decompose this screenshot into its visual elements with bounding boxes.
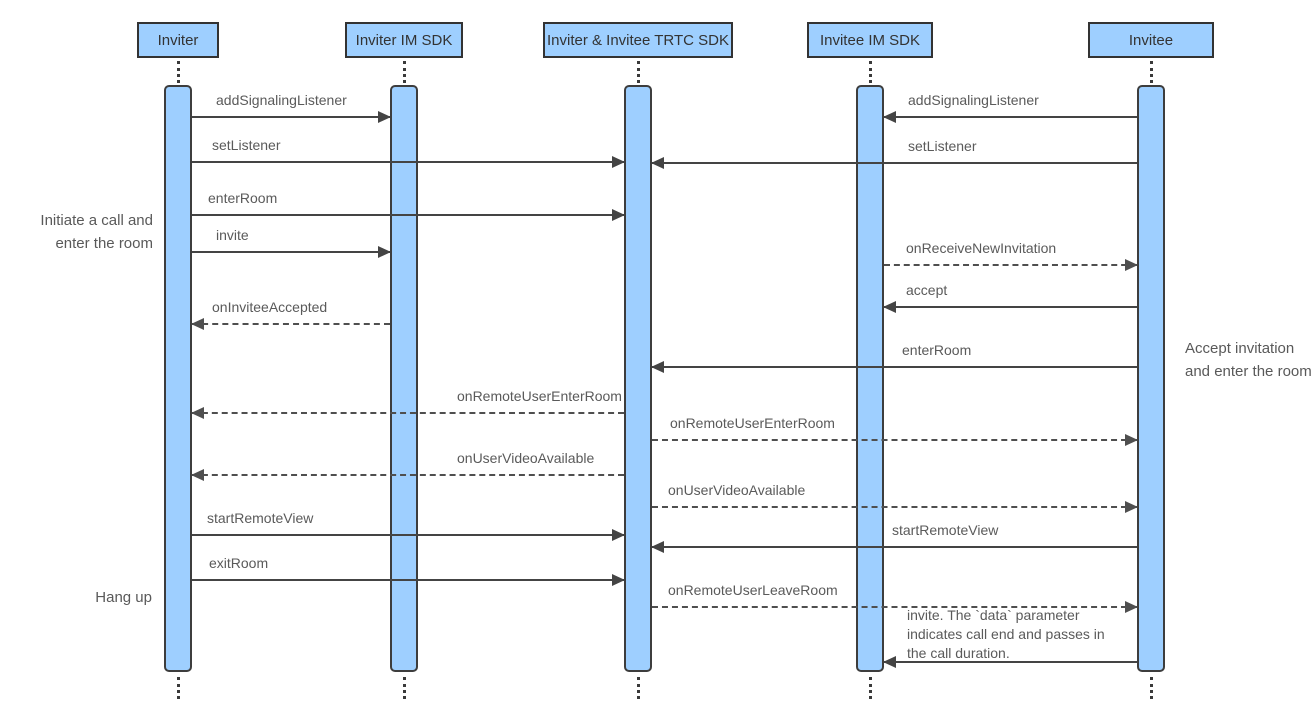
arrowhead-icon	[883, 301, 896, 313]
message-label: onUserVideoAvailable	[457, 450, 595, 466]
arrowhead-icon	[883, 656, 896, 668]
message-arrow-onRemoteUserLeaveRoom	[652, 601, 1138, 613]
dashed-arrow-line	[884, 264, 1137, 266]
lifeline-top-trtc-sdk	[636, 61, 640, 83]
arrowhead-icon	[191, 318, 204, 330]
actor-inviter: Inviter	[137, 22, 219, 58]
actor-invitee-im-sdk: Invitee IM SDK	[807, 22, 933, 58]
dashed-arrow-line	[652, 606, 1137, 608]
message-label: addSignalingListener	[908, 92, 1039, 108]
solid-arrow-line	[884, 306, 1137, 308]
lifeline-bottom-invitee	[1149, 677, 1153, 699]
lifeline-bottom-invitee-im-sdk	[868, 677, 872, 699]
arrowhead-icon	[378, 111, 391, 123]
lifeline-top-inviter-im-sdk	[402, 61, 406, 83]
message-arrow-startRemoteView	[651, 541, 1137, 553]
arrowhead-icon	[651, 157, 664, 169]
arrowhead-icon	[651, 541, 664, 553]
message-label: accept	[906, 282, 948, 298]
message-label: onReceiveNewInvitation	[906, 240, 1057, 256]
activation-bar-inviter-im-sdk	[390, 85, 418, 672]
message-label: onInviteeAccepted	[212, 299, 328, 315]
actor-invitee: Invitee	[1088, 22, 1214, 58]
message-label: setListener	[908, 138, 977, 154]
message-arrow-invite	[883, 656, 1137, 668]
message-arrow-setListener	[192, 156, 625, 168]
lifeline-bottom-trtc-sdk	[636, 677, 640, 699]
message-arrow-onRemoteUserEnterRoom	[191, 407, 624, 419]
solid-arrow-line	[884, 116, 1137, 118]
solid-arrow-line	[192, 116, 390, 118]
message-label: exitRoom	[209, 555, 269, 571]
lifeline-top-inviter	[176, 61, 180, 83]
message-arrow-addSignalingListener	[192, 111, 391, 123]
message-arrow-enterRoom	[651, 361, 1137, 373]
message-arrow-startRemoteView	[192, 529, 625, 541]
message-label: startRemoteView	[207, 510, 314, 526]
arrowhead-icon	[1125, 434, 1138, 446]
arrowhead-icon	[378, 246, 391, 258]
message-arrow-setListener	[651, 157, 1137, 169]
solid-arrow-line	[192, 214, 624, 216]
message-label: invite	[216, 227, 249, 243]
dashed-arrow-line	[192, 323, 390, 325]
activation-bar-invitee	[1137, 85, 1165, 672]
actor-inviter-im-sdk: Inviter IM SDK	[345, 22, 463, 58]
lifeline-top-invitee	[1149, 61, 1153, 83]
arrowhead-icon	[191, 469, 204, 481]
solid-arrow-line	[192, 251, 390, 253]
dashed-arrow-line	[192, 474, 624, 476]
arrowhead-icon	[191, 407, 204, 419]
message-label: enterRoom	[902, 342, 972, 358]
hang-up-note: Hang up	[95, 589, 152, 606]
message-label: setListener	[212, 137, 281, 153]
message-label: enterRoom	[208, 190, 278, 206]
arrowhead-icon	[612, 529, 625, 541]
arrowhead-icon	[883, 111, 896, 123]
message-label: invite. The `data` parameter indicates c…	[907, 607, 1105, 661]
message-label: startRemoteView	[892, 522, 999, 538]
arrowhead-icon	[612, 574, 625, 586]
solid-arrow-line	[192, 579, 624, 581]
message-arrow-onReceiveNewInvitation	[884, 259, 1138, 271]
activation-bar-invitee-im-sdk	[856, 85, 884, 672]
solid-arrow-line	[652, 546, 1137, 548]
message-label: onRemoteUserLeaveRoom	[668, 582, 838, 598]
solid-arrow-line	[192, 161, 624, 163]
activation-bar-trtc-sdk	[624, 85, 652, 672]
accept-invitation-note: Accept invitation and enter the room	[1185, 340, 1312, 380]
dashed-arrow-line	[652, 439, 1137, 441]
solid-arrow-line	[884, 661, 1137, 663]
message-arrow-onInviteeAccepted	[191, 318, 390, 330]
dashed-arrow-line	[652, 506, 1137, 508]
dashed-arrow-line	[192, 412, 624, 414]
arrowhead-icon	[651, 361, 664, 373]
message-label: onRemoteUserEnterRoom	[457, 388, 622, 404]
message-label: addSignalingListener	[216, 92, 347, 108]
solid-arrow-line	[652, 366, 1137, 368]
message-arrow-onUserVideoAvailable	[191, 469, 624, 481]
solid-arrow-line	[192, 534, 624, 536]
message-label: onRemoteUserEnterRoom	[670, 415, 835, 431]
solid-arrow-line	[652, 162, 1137, 164]
message-arrow-onRemoteUserEnterRoom	[652, 434, 1138, 446]
message-arrow-enterRoom	[192, 209, 625, 221]
message-arrow-addSignalingListener	[883, 111, 1137, 123]
initiate-call-note: Initiate a call and enter the room	[40, 212, 153, 252]
actor-trtc-sdk: Inviter & Invitee TRTC SDK	[543, 22, 733, 58]
message-arrow-exitRoom	[192, 574, 625, 586]
arrowhead-icon	[1125, 259, 1138, 271]
message-arrow-onUserVideoAvailable	[652, 501, 1138, 513]
message-arrow-invite	[192, 246, 391, 258]
arrowhead-icon	[612, 209, 625, 221]
lifeline-bottom-inviter	[176, 677, 180, 699]
lifeline-top-invitee-im-sdk	[868, 61, 872, 83]
message-label: onUserVideoAvailable	[668, 482, 806, 498]
arrowhead-icon	[1125, 501, 1138, 513]
arrowhead-icon	[612, 156, 625, 168]
message-arrow-accept	[883, 301, 1137, 313]
lifeline-bottom-inviter-im-sdk	[402, 677, 406, 699]
activation-bar-inviter	[164, 85, 192, 672]
arrowhead-icon	[1125, 601, 1138, 613]
